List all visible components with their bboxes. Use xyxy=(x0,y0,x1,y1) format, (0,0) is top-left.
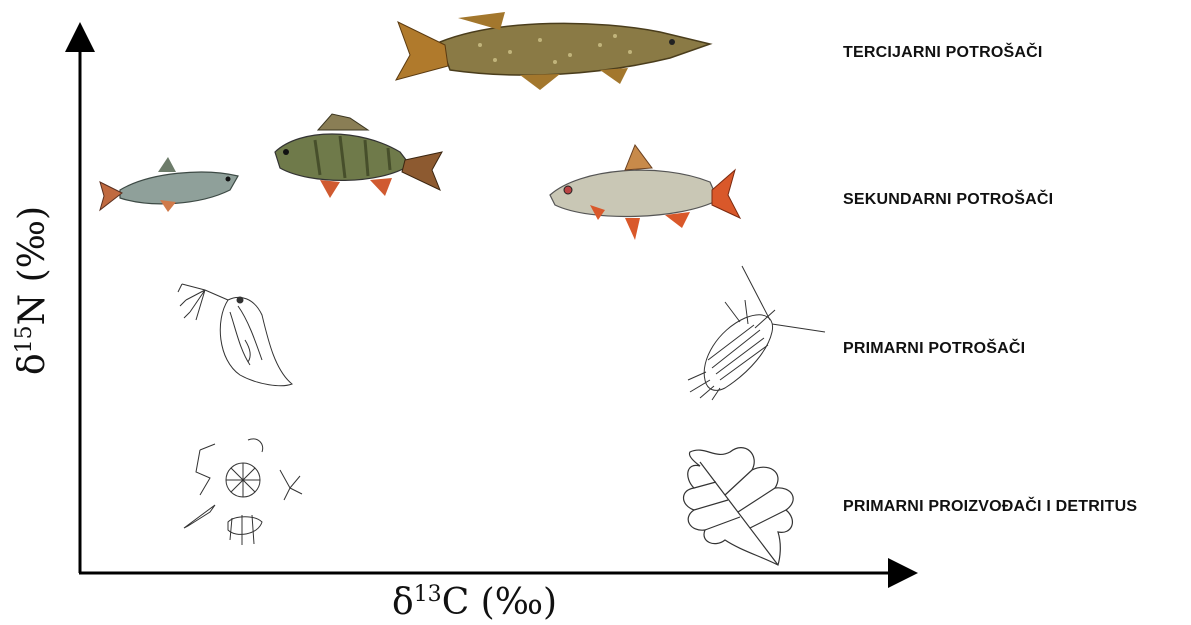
x-axis-label-main: C (‰) xyxy=(442,582,557,623)
level-label-primary-consumers: PRIMARNI POTROŠAČI xyxy=(843,340,1025,358)
x-axis-label-isotope: 13 xyxy=(414,582,442,607)
perch-illustration xyxy=(275,114,442,198)
isopod-illustration xyxy=(688,266,825,400)
small-fish-illustration xyxy=(100,157,238,212)
level-label-tertiary: TERCIJARNI POTROŠAČI xyxy=(843,44,1043,62)
level-label-producers: PRIMARNI PROIZVOĐAČI I DETRITUS xyxy=(843,498,1137,516)
y-axis-label-isotope: 15 xyxy=(12,325,37,353)
pike-illustration xyxy=(396,12,710,90)
level-label-secondary: SEKUNDARNI POTROŠAČI xyxy=(843,191,1053,209)
y-axis-label-main: N (‰) xyxy=(12,206,53,325)
roach-illustration xyxy=(550,145,740,240)
oak-leaf-illustration xyxy=(684,448,794,565)
x-axis-label-prefix: δ xyxy=(392,582,414,623)
y-axis-label: δ15N (‰) xyxy=(14,206,51,375)
y-axis-label-prefix: δ xyxy=(12,353,53,375)
zooplankton-illustration xyxy=(178,284,292,386)
x-axis-label: δ13C (‰) xyxy=(392,584,557,621)
phytoplankton-illustration xyxy=(184,439,302,545)
